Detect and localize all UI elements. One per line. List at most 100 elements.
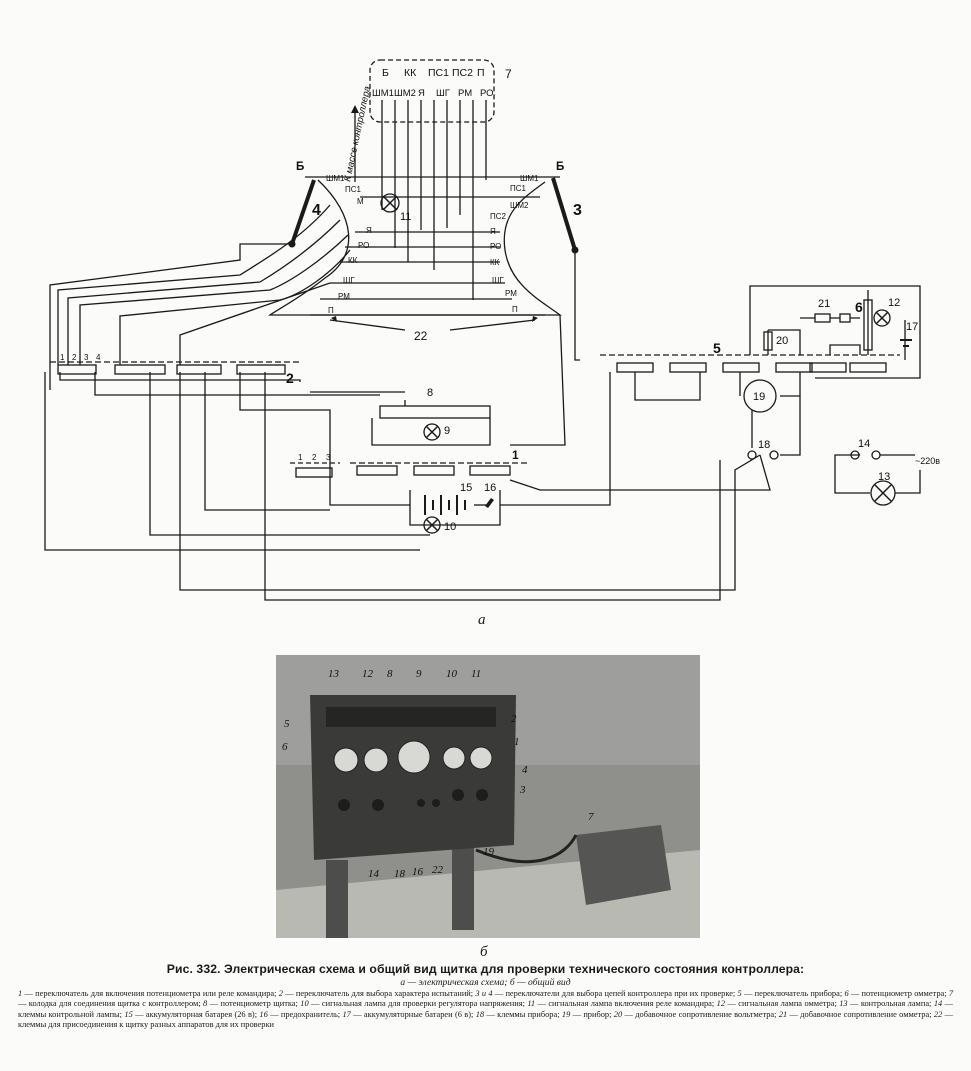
photo-label-1: 1 xyxy=(514,736,520,748)
connector-pins xyxy=(381,100,487,300)
caption-legend: 1 — переключатель для включения потенцио… xyxy=(18,989,953,1031)
legend-text: — переключатель прибора; xyxy=(741,989,845,998)
photo-label-10: 10 xyxy=(446,668,458,680)
lamp-13-label: 13 xyxy=(878,471,890,483)
legend-number: 5 xyxy=(737,989,742,998)
drum-rows xyxy=(310,196,545,316)
drum-left-label-ro: РО xyxy=(358,241,369,250)
drum-right-label-ps2: ПС2 xyxy=(490,212,507,221)
caption-title: Рис. 332. Электрическая схема и общий ви… xyxy=(166,962,805,976)
photo-label-2: 2 xyxy=(511,713,517,725)
terminal-14-a xyxy=(850,450,860,460)
lamp-11-label: 11 xyxy=(400,211,411,223)
resistor-21-label: 21 xyxy=(818,298,830,310)
connector-cable xyxy=(475,834,578,864)
connector-label-ro: РО xyxy=(480,88,494,99)
supply-label: ~220в xyxy=(915,456,940,466)
photo-label-22: 22 xyxy=(432,864,444,876)
connector-label-ps2: ПС2 xyxy=(452,67,473,79)
drum-left-label-rm: РМ xyxy=(338,292,350,301)
electrical-schematic: Б КК ПС1 ПС2 П ШМ1 ШМ2 Я ШГ РМ РО 7 К ма… xyxy=(44,59,940,601)
legend-number: 7 xyxy=(948,989,954,998)
ground-label: К массе контроллера xyxy=(342,85,373,182)
legend-number: 20 xyxy=(613,1009,623,1019)
legend-number: 6 xyxy=(844,989,849,998)
legend-text: — сигнальная лампа омметра; xyxy=(725,999,840,1009)
sw2-contact-4: 4 xyxy=(96,353,101,362)
legend-text: — прибор; xyxy=(570,1009,614,1019)
drum-right-label-kk: КК xyxy=(490,258,500,267)
lever-3 xyxy=(551,177,577,251)
lamp-10-circle xyxy=(423,516,441,534)
lamp-10-cross xyxy=(425,518,439,532)
small-switch-contact-3: 3 xyxy=(326,453,331,462)
meter-19-label: 19 xyxy=(753,391,765,403)
lever-3-wire xyxy=(574,250,580,361)
panel-body xyxy=(310,695,516,860)
legend-text: — сигнальная лампа для проверки регулято… xyxy=(308,999,528,1009)
lamp-11-cross xyxy=(382,195,398,211)
drum-right-label-p: П xyxy=(512,305,518,314)
resistor-21b xyxy=(839,313,851,323)
legend-text: — колодка для соединения щитка с контрол… xyxy=(18,999,204,1009)
photo-label-18: 18 xyxy=(394,868,406,880)
connector-label-ps1: ПС1 xyxy=(428,67,449,79)
legend-number: 14 xyxy=(933,999,943,1009)
terminals-22-label: 22 xyxy=(414,329,428,343)
ohmmeter-frame xyxy=(749,285,921,379)
photo-label-8: 8 xyxy=(387,668,393,680)
legend-text: — клеммы контрольной лампы; xyxy=(18,999,953,1019)
lever-4-pivot xyxy=(288,240,296,248)
legend-number: 18 xyxy=(475,1009,485,1019)
photo-label-5: 5 xyxy=(284,718,290,730)
legend-text: — переключатель для включения потенциоме… xyxy=(22,989,279,998)
lamp-12-circle xyxy=(873,309,891,327)
battery-17-label: 17 xyxy=(906,321,918,333)
connector-block-7 xyxy=(576,825,671,905)
legend-number: 17 xyxy=(342,1009,351,1019)
potentiometer-8-loop xyxy=(371,418,491,446)
legend-text: — переключатели для выбора цепей контрол… xyxy=(492,989,738,998)
legend-text: — аккумуляторные батареи (6 в); xyxy=(350,1009,476,1019)
legend-text: — потенциометр щитка; xyxy=(207,999,301,1009)
drum-right-label-shg: ШГ xyxy=(492,276,504,285)
arrow-22-left xyxy=(329,319,406,331)
potentiometer-8-label: 8 xyxy=(427,387,433,399)
fuse-16-body xyxy=(485,498,494,508)
sw2-contact-1: 1 xyxy=(60,353,65,362)
legend-text: — клеммы для присоединения к щитку разны… xyxy=(18,1009,953,1030)
legend-number: 22 xyxy=(933,1009,943,1019)
legend-number: 16 xyxy=(259,1009,268,1019)
photo-label-14: 14 xyxy=(368,868,380,880)
lamp-11-circle xyxy=(380,193,400,213)
potentiometer-6 xyxy=(863,299,873,351)
legend-number: 15 xyxy=(124,1009,133,1019)
fuse-16-label: 16 xyxy=(484,482,496,494)
drum-right-label-shm1: ШМ1 xyxy=(520,174,539,183)
sw2-contact-3: 3 xyxy=(84,353,89,362)
lamp-13-circle xyxy=(870,480,896,506)
photo-label-11: 11 xyxy=(471,668,481,680)
small-switch-contact-2: 2 xyxy=(312,453,317,462)
lamp-12-cross xyxy=(875,311,889,325)
legend-text: — сигнальная лампа включения реле команд… xyxy=(535,999,717,1009)
terminal-18-a xyxy=(747,450,757,460)
connector-label-shm1: ШМ1 xyxy=(372,88,394,99)
terminal-14-b xyxy=(871,450,881,460)
arrow-22-right-head xyxy=(532,316,538,322)
lamp-9-label: 9 xyxy=(444,425,450,437)
right-drum-wire xyxy=(510,314,566,446)
battery-loop xyxy=(409,490,501,526)
subcaption-a: а xyxy=(478,612,486,628)
drum-left-label-m: М xyxy=(357,197,364,206)
lever-3-pivot xyxy=(571,246,579,254)
photo-label-13: 13 xyxy=(328,668,340,680)
small-switch-block xyxy=(295,467,333,478)
drum-right-label-rm: РМ xyxy=(505,289,517,298)
switch-2-blocks xyxy=(57,364,286,375)
arrow-22-left-head xyxy=(331,316,337,322)
legend-number: 19 xyxy=(561,1009,571,1019)
legend-number: 8 xyxy=(203,999,208,1009)
photo-label-9: 9 xyxy=(416,668,422,680)
